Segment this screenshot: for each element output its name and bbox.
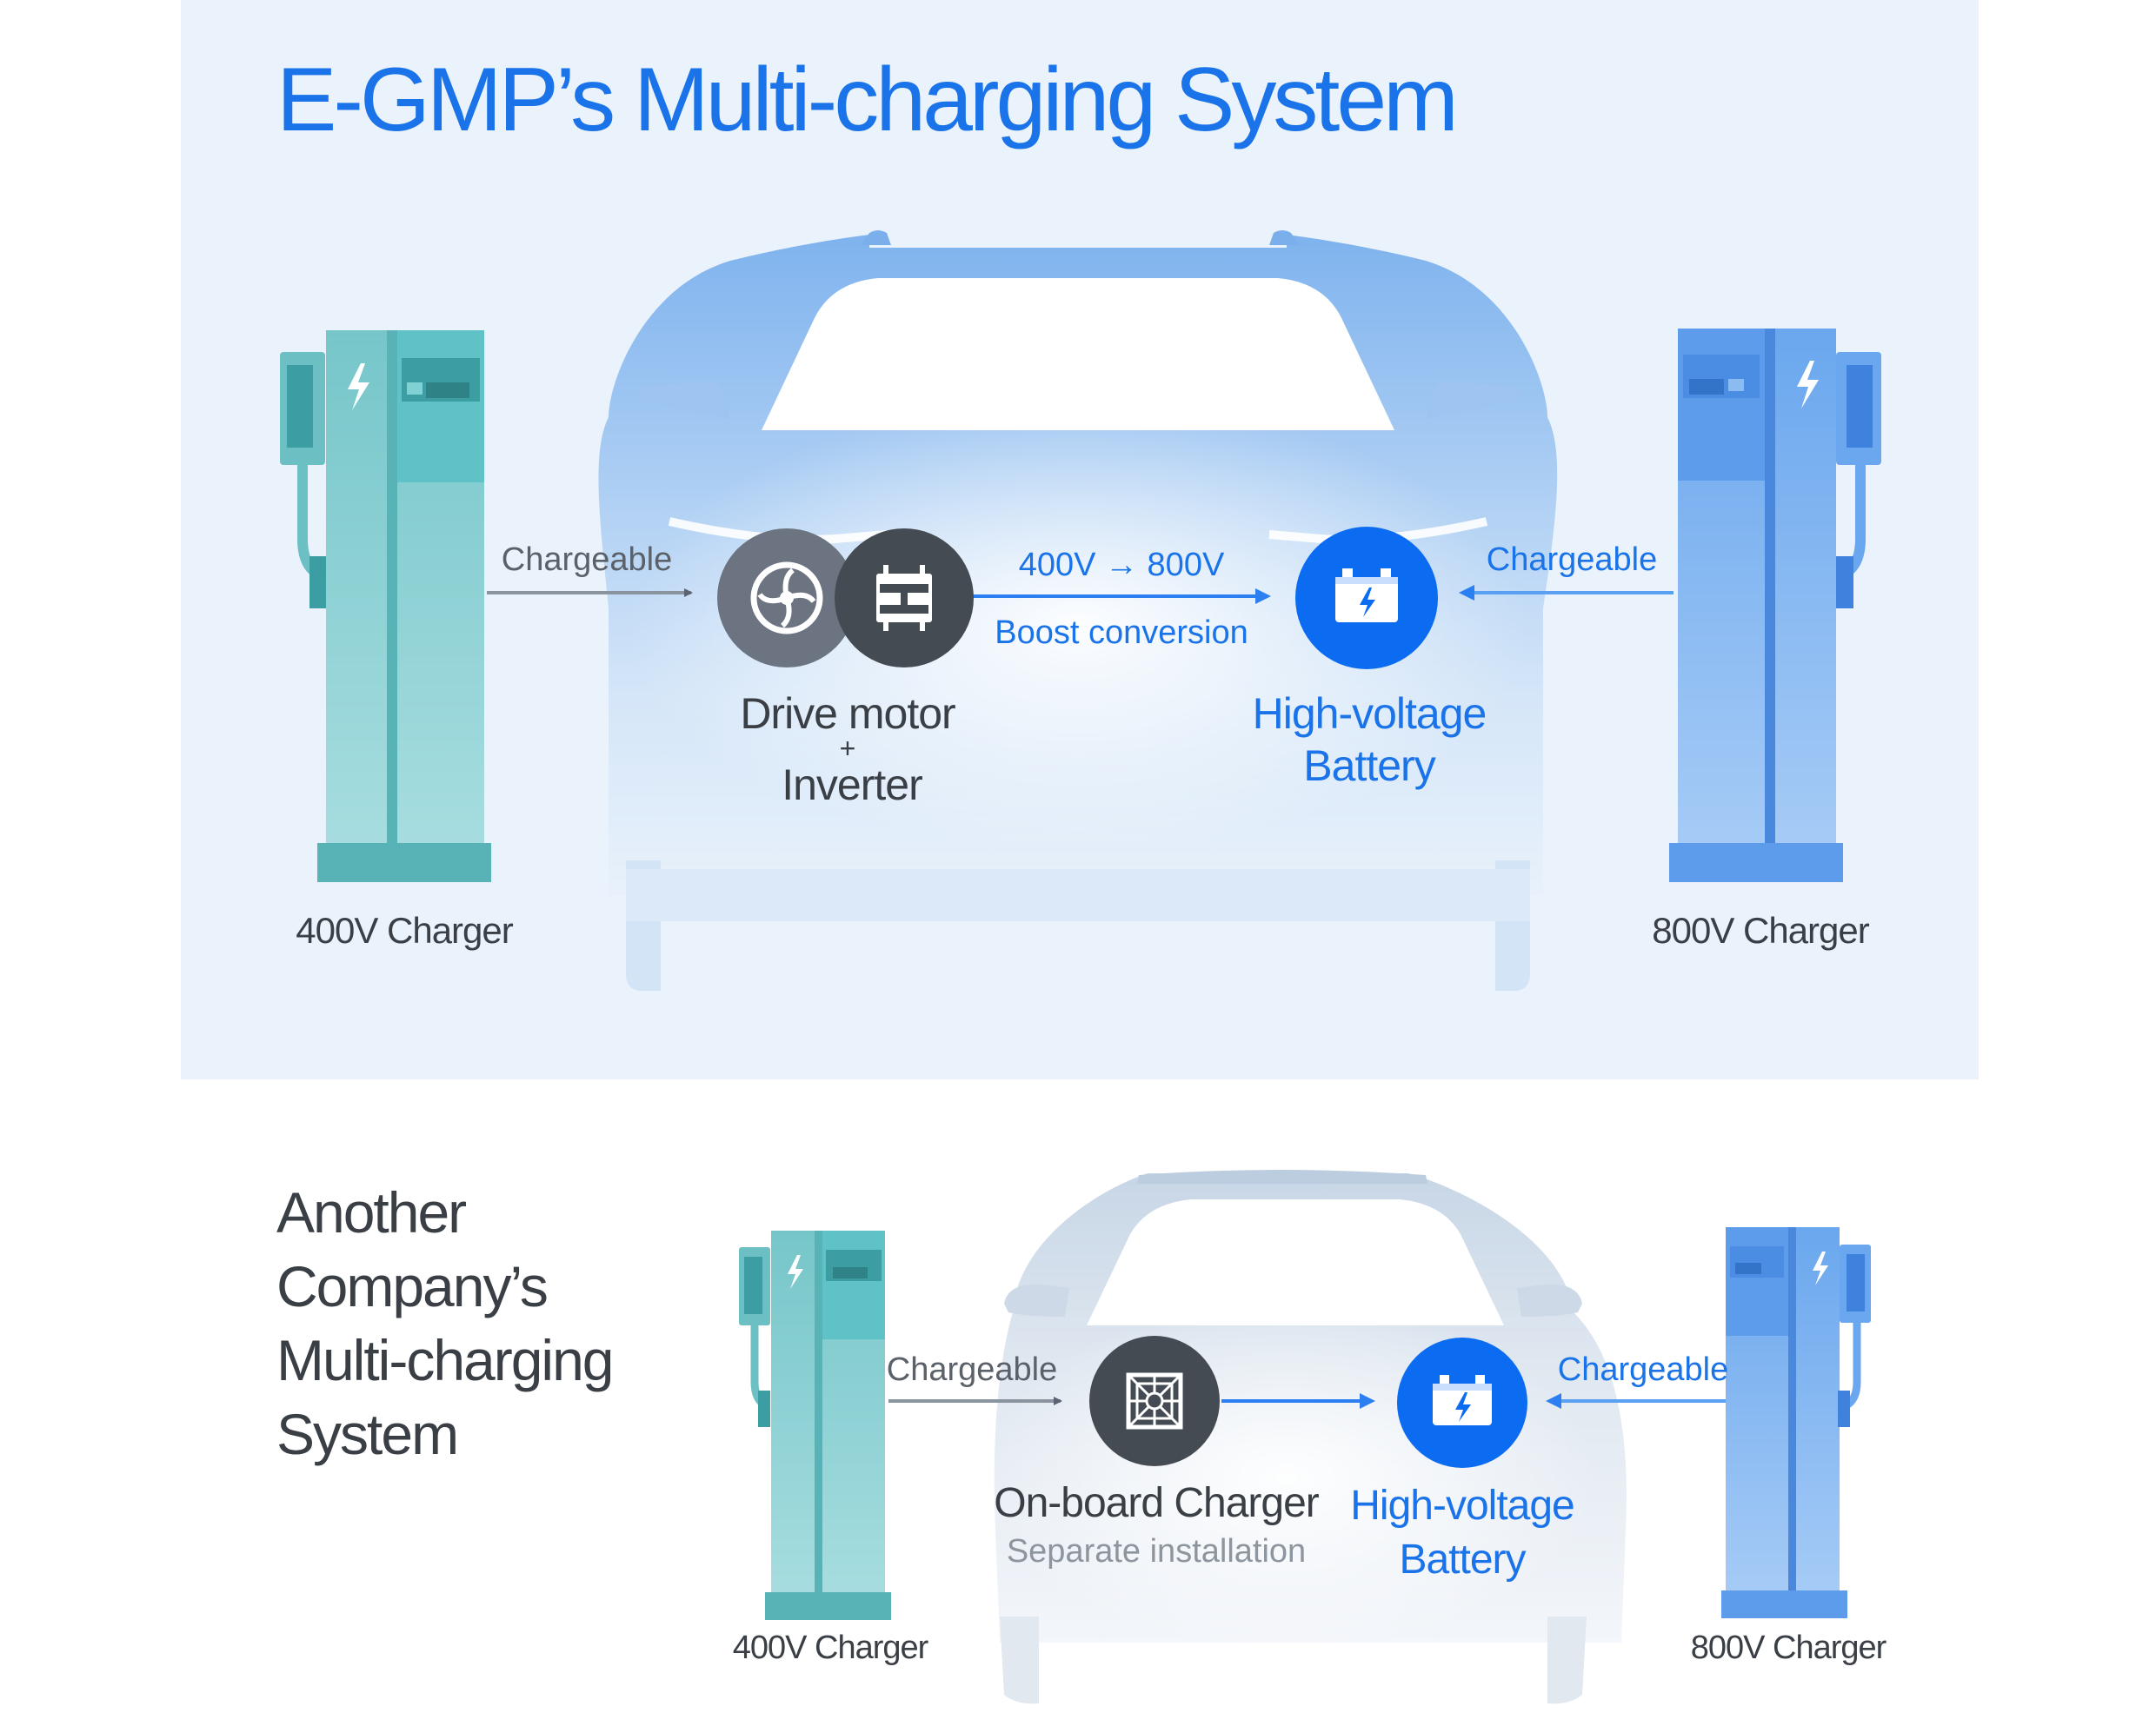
bottom-component-note: Separate installation [1007, 1533, 1306, 1570]
top-component-line2: Inverter [782, 760, 922, 809]
top-title: E-GMP’s Multi-charging System [276, 50, 1455, 150]
battery-icon [1397, 1338, 1527, 1468]
top-conversion-label: Boost conversion [995, 614, 1248, 651]
bottom-title-line3: Multi-charging [276, 1328, 613, 1392]
bottom-battery-line2: Battery [1399, 1537, 1526, 1583]
top-right-charger-label: 800V Charger [1652, 910, 1870, 951]
top-battery-line2: Battery [1303, 741, 1435, 790]
bottom-left-arrow-label: Chargeable [887, 1351, 1057, 1388]
bottom-400v-charger [739, 1231, 891, 1620]
bottom-car-illustration [974, 1170, 1627, 1703]
bottom-title-line1: Another [276, 1180, 466, 1245]
top-component-line1: Drive motor [740, 689, 955, 738]
inverter-icon [835, 528, 974, 667]
bottom-title-line4: System [276, 1402, 457, 1466]
top-component-plus: + [840, 733, 856, 764]
battery-icon [1295, 527, 1438, 669]
bottom-right-charger-label: 800V Charger [1691, 1630, 1887, 1666]
bottom-component-label: On-board Charger [994, 1480, 1320, 1526]
top-right-arrow-label: Chargeable [1487, 541, 1657, 578]
top-conversion-voltage: 400V → 800V [1019, 547, 1225, 583]
bottom-800v-charger [1721, 1227, 1871, 1618]
bottom-left-charger-label: 400V Charger [733, 1630, 929, 1666]
top-battery-line1: High-voltage [1253, 689, 1487, 738]
charger-grid-icon [1089, 1336, 1220, 1466]
bottom-battery-line1: High-voltage [1350, 1483, 1574, 1529]
top-left-arrow-label: Chargeable [502, 541, 672, 578]
bottom-right-arrow-label: Chargeable [1558, 1351, 1728, 1388]
bottom-title-line2: Company’s [276, 1254, 547, 1318]
top-left-charger-label: 400V Charger [296, 910, 514, 951]
